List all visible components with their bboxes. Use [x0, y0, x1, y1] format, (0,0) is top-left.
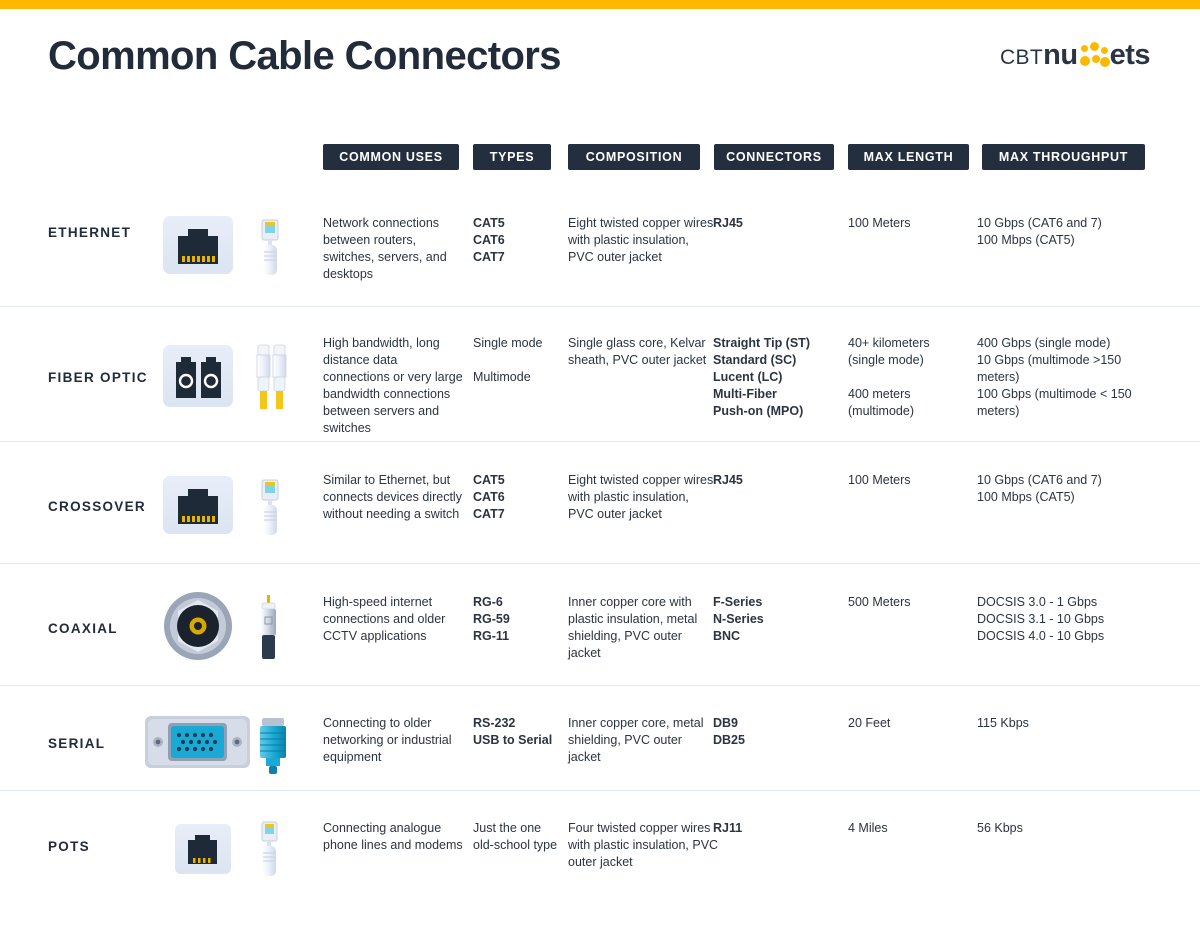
cell-max-length: 100 Meters: [848, 216, 911, 230]
cell-max-length: 100 Meters: [848, 473, 911, 487]
column-header-max-throughput: MAX THROUGHPUT: [982, 144, 1145, 170]
cell-composition: Inner copper core, metal shielding, PVC …: [568, 716, 704, 764]
cbt-nuggets-logo: CBT nu ets: [999, 39, 1151, 71]
nugget-dots-icon: [1079, 41, 1110, 70]
cell-max-length: 4 Miles: [848, 821, 888, 835]
column-header-composition: COMPOSITION: [568, 144, 700, 170]
cell-connectors: RJ11: [713, 821, 743, 835]
cell-max-throughput: 10 Gbps (CAT6 and 7)100 Mbps (CAT5): [977, 216, 1102, 247]
logo-ets-text: ets: [1109, 39, 1151, 71]
row-label-ethernet: ETHERNET: [48, 225, 132, 240]
cell-max-throughput: 10 Gbps (CAT6 and 7)100 Mbps (CAT5): [977, 473, 1102, 504]
row-label-pots: POTS: [48, 839, 90, 854]
cell-connectors: RJ45: [713, 473, 743, 487]
cell-common-uses: High-speed internet connections and olde…: [323, 595, 446, 643]
cell-composition: Eight twisted copper wires with plastic …: [568, 473, 714, 521]
page-title: Common Cable Connectors: [48, 34, 562, 78]
cell-common-uses: Similar to Ethernet, but connects device…: [323, 473, 462, 521]
table-row: COAXIAL High-speed internet connections …: [0, 564, 1200, 686]
logo-nu-text: nu: [1043, 39, 1078, 71]
table-row: POTS Connecting analogue phone lines and…: [0, 791, 1200, 901]
cell-max-length: 20 Feet: [848, 716, 891, 730]
cell-connectors: RJ45: [713, 216, 743, 230]
column-header-common-uses: COMMON USES: [323, 144, 459, 170]
row-label-serial: SERIAL: [48, 736, 106, 751]
top-accent-bar: [0, 0, 1200, 9]
column-header-max-length: MAX LENGTH: [848, 144, 969, 170]
cell-max-throughput: 56 Kbps: [977, 821, 1023, 835]
cell-max-throughput: 400 Gbps (single mode)10 Gbps (multimode…: [977, 336, 1132, 418]
row-label-crossover: CROSSOVER: [48, 499, 146, 514]
table-row: ETHERNET Network connections between rou…: [0, 185, 1200, 307]
cell-composition: Eight twisted copper wires with plastic …: [568, 216, 714, 264]
table-row: SERIAL Connecting to older networking or…: [0, 686, 1200, 791]
cell-max-length: 40+ kilometers(single mode)400 meters(mu…: [848, 336, 930, 418]
page-header: Common Cable Connectors CBT nu ets: [0, 9, 1200, 121]
row-label-fiber-optic: FIBER OPTIC: [48, 370, 148, 385]
cell-common-uses: Connecting analogue phone lines and mode…: [323, 821, 463, 852]
row-label-coaxial: COAXIAL: [48, 621, 118, 636]
cell-common-uses: Connecting to older networking or indust…: [323, 716, 452, 764]
table-row: FIBER OPTIC High bandwidth, long distanc…: [0, 307, 1200, 442]
cell-common-uses: Network connections between routers, swi…: [323, 216, 447, 281]
cell-connectors: Straight Tip (ST)Standard (SC)Lucent (LC…: [713, 336, 810, 418]
cell-composition: Single glass core, Kelvar sheath, PVC ou…: [568, 336, 707, 367]
cell-max-length: 500 Meters: [848, 595, 911, 609]
column-header-connectors: CONNECTORS: [714, 144, 834, 170]
cell-composition: Four twisted copper wires with plastic i…: [568, 821, 719, 869]
logo-cbt-text: CBT: [999, 46, 1044, 69]
cell-common-uses: High bandwidth, long distance data conne…: [323, 336, 463, 435]
cell-max-throughput: 115 Kbps: [977, 716, 1029, 730]
table-row: CROSSOVER Similar to Ethernet, but conne…: [0, 442, 1200, 564]
column-header-row: COMMON USES TYPES COMPOSITION CONNECTORS…: [0, 144, 1200, 170]
cell-types: Just the one old-school type: [473, 821, 558, 852]
column-header-types: TYPES: [473, 144, 551, 170]
cell-composition: Inner copper core with plastic insulatio…: [568, 595, 698, 660]
